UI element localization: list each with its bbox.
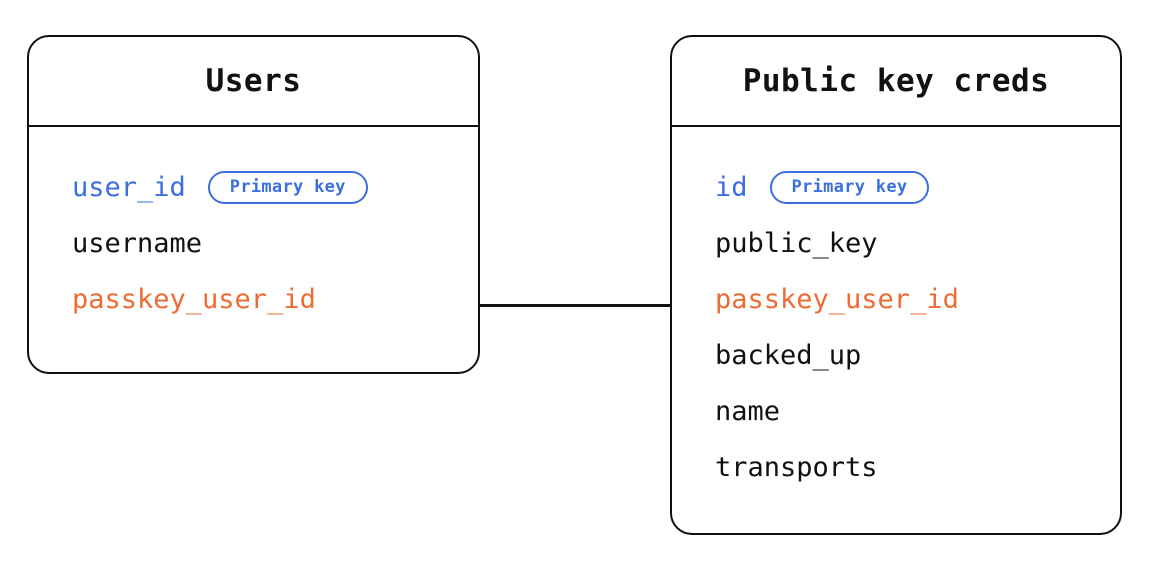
field-row[interactable]: user_id Primary key: [72, 159, 478, 215]
entity-users-header: Users: [29, 37, 478, 127]
entity-users-field-list: user_id Primary key username passkey_use…: [29, 127, 478, 327]
field-name-id: id: [715, 171, 748, 203]
field-row[interactable]: passkey_user_id: [72, 271, 478, 327]
relationship-connector-line: [479, 304, 671, 307]
field-name-backed-up: backed_up: [715, 339, 862, 371]
field-name-user-id: user_id: [72, 171, 186, 203]
field-row[interactable]: username: [72, 215, 478, 271]
field-row[interactable]: transports: [715, 439, 1120, 495]
entity-public-key-creds[interactable]: Public key creds id Primary key public_k…: [670, 35, 1122, 535]
primary-key-badge: Primary key: [769, 170, 930, 204]
primary-key-badge-label: Primary key: [791, 176, 908, 197]
field-row[interactable]: public_key: [715, 215, 1120, 271]
entity-public-key-creds-header: Public key creds: [672, 37, 1120, 127]
field-name-public-key: public_key: [715, 227, 878, 259]
field-name-username: username: [72, 227, 203, 259]
primary-key-badge: Primary key: [207, 170, 368, 204]
field-name-passkey-user-id: passkey_user_id: [715, 283, 959, 315]
entity-users-title: Users: [205, 63, 302, 99]
field-name-passkey-user-id: passkey_user_id: [72, 283, 316, 315]
entity-public-key-creds-field-list: id Primary key public_key passkey_user_i…: [672, 127, 1120, 495]
field-name-transports: transports: [715, 451, 878, 483]
field-row[interactable]: name: [715, 383, 1120, 439]
entity-public-key-creds-title: Public key creds: [742, 63, 1050, 99]
field-row[interactable]: id Primary key: [715, 159, 1120, 215]
primary-key-badge-label: Primary key: [229, 176, 346, 197]
field-row[interactable]: passkey_user_id: [715, 271, 1120, 327]
entity-users[interactable]: Users user_id Primary key username passk…: [27, 35, 480, 374]
field-row[interactable]: backed_up: [715, 327, 1120, 383]
field-name-name: name: [715, 395, 781, 427]
